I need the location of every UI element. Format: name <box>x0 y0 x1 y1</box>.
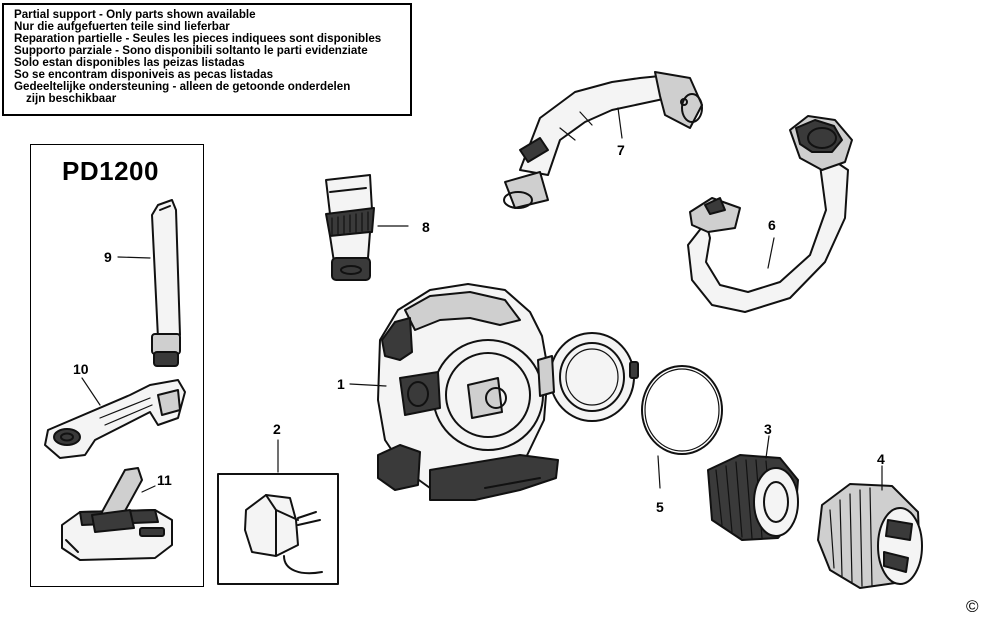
copyright-symbol: © <box>966 597 979 616</box>
part-7-hose-elbow[interactable] <box>503 71 703 209</box>
model-number: PD1200 <box>62 156 159 186</box>
part-9-crevice-tool[interactable] <box>151 199 181 367</box>
notice-line-fr: Reparation partielle - Seules les pieces… <box>14 32 382 45</box>
notice-line-it: Supporto parziale - Sono disponibili sol… <box>14 44 368 57</box>
callout-11: 11 <box>157 472 172 488</box>
callout-7: 7 <box>617 142 625 158</box>
callout-6: 6 <box>768 217 776 233</box>
part-11-floor-nozzle[interactable] <box>61 467 173 561</box>
callout-8: 8 <box>422 219 430 235</box>
callout-3: 3 <box>764 421 772 437</box>
notice-line-es: Solo estan disponibles las peizas listad… <box>14 56 245 69</box>
notice-line-pt: So se encontram disponiveis as pecas lis… <box>14 68 274 81</box>
part-2-charger[interactable] <box>217 473 339 585</box>
availability-notice: Partial support - Only parts shown avail… <box>2 3 412 116</box>
callout-1: 1 <box>337 376 345 392</box>
callout-4: 4 <box>877 451 885 467</box>
part-1-main-unit[interactable] <box>377 283 559 501</box>
part-6-extension-hose[interactable] <box>687 115 853 313</box>
notice-line-en: Partial support - Only parts shown avail… <box>14 8 256 21</box>
notice-line-nl: Gedeeltelijke ondersteuning - alleen de … <box>14 80 351 93</box>
part-1-filter-lid[interactable] <box>537 332 639 422</box>
accessory-box <box>30 144 204 587</box>
part-5-seal-ring[interactable] <box>641 365 723 455</box>
callout-9: 9 <box>104 249 112 265</box>
part-8-brush-tool[interactable] <box>325 174 375 281</box>
part-3-pleated-filter[interactable] <box>707 454 799 541</box>
notice-line-nl-cont: zijn beschikbaar <box>26 92 117 105</box>
callout-5: 5 <box>656 499 664 515</box>
part-4-filter-cover[interactable] <box>817 483 923 589</box>
callout-10: 10 <box>73 361 89 377</box>
callout-2: 2 <box>273 421 281 437</box>
part-10-holder-bracket[interactable] <box>44 379 186 459</box>
notice-line-de: Nur die aufgefuerten teile sind lieferba… <box>14 20 230 33</box>
